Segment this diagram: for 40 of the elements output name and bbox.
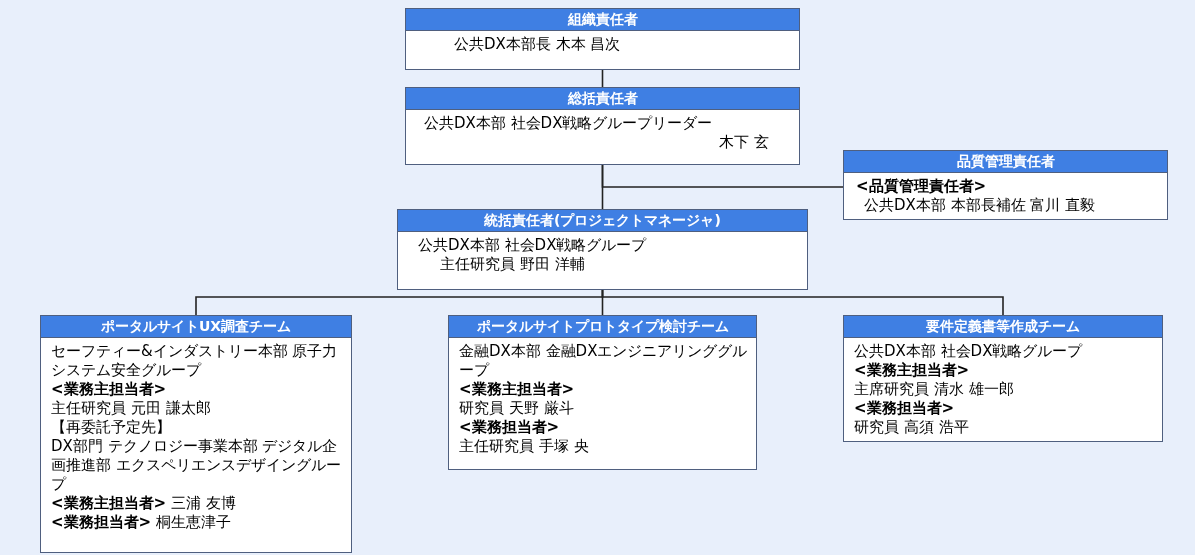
role-box [397, 209, 808, 290]
role-box [405, 8, 800, 70]
member-text: 主任研究員 手塚 央 [459, 437, 590, 456]
member-text: <業務主担当者> [51, 380, 168, 399]
member-text: 公共DX本部 本部長補佐 富川 直毅 [863, 196, 1097, 215]
member-text: <業務主担当者> [854, 361, 971, 380]
role-title: 総括責任者 [406, 88, 799, 110]
role-box [448, 315, 757, 470]
member-text: <業務主担当者> [459, 380, 576, 399]
connector-line [601, 289, 1004, 316]
member-text: 主任研究員 野田 洋輔 [439, 255, 586, 274]
member-text: DX部門 テクノロジー事業本部 デジタル企画推進部 エクスペリエンスデザイングループ [51, 437, 342, 494]
role-box [405, 87, 800, 165]
role-title: 組織責任者 [406, 9, 799, 31]
member-text: 【再委託予定先】 [51, 418, 172, 437]
member-text: 研究員 天野 厳斗 [459, 399, 575, 418]
role-box [40, 315, 352, 553]
member-text: 公共DX本部 社会DX戦略グループ [418, 236, 648, 255]
member-text: 公共DX本部 社会DX戦略グループ [854, 342, 1084, 361]
member-text: 研究員 高須 浩平 [854, 418, 970, 437]
role-title: 品質管理責任者 [844, 151, 1167, 173]
connector-line [601, 164, 604, 210]
member-text: 公共DX本部 社会DX戦略グループリーダー [424, 114, 714, 133]
role-title: 要件定義書等作成チーム [844, 316, 1162, 338]
member-text: <業務主担当者> 三浦 友博 [51, 494, 237, 513]
member-text: セーフティー&インダストリー本部 原子力システム安全グループ [51, 342, 339, 380]
role-title: 統括責任者(プロジェクトマネージャ) [398, 210, 807, 232]
member-text: 主任研究員 元田 謙太郎 [51, 399, 212, 418]
member-text: <品質管理責任者> [856, 177, 988, 196]
member-text: <業務担当者> 桐生恵津子 [51, 513, 232, 532]
role-title: ポータルサイトUX調査チーム [41, 316, 351, 338]
member-text: 公共DX本部長 木本 昌次 [454, 35, 622, 54]
member-text: <業務担当者> [459, 418, 561, 437]
role-box [843, 315, 1163, 442]
role-box [843, 150, 1168, 220]
role-title: ポータルサイトプロトタイプ検討チーム [449, 316, 756, 338]
member-text: <業務担当者> [854, 399, 956, 418]
member-text: 金融DX本部 金融DXエンジニアリンググループ [459, 342, 749, 380]
member-text: 主席研究員 清水 雄一郎 [854, 380, 1015, 399]
member-text: 木下 玄 [719, 133, 769, 152]
